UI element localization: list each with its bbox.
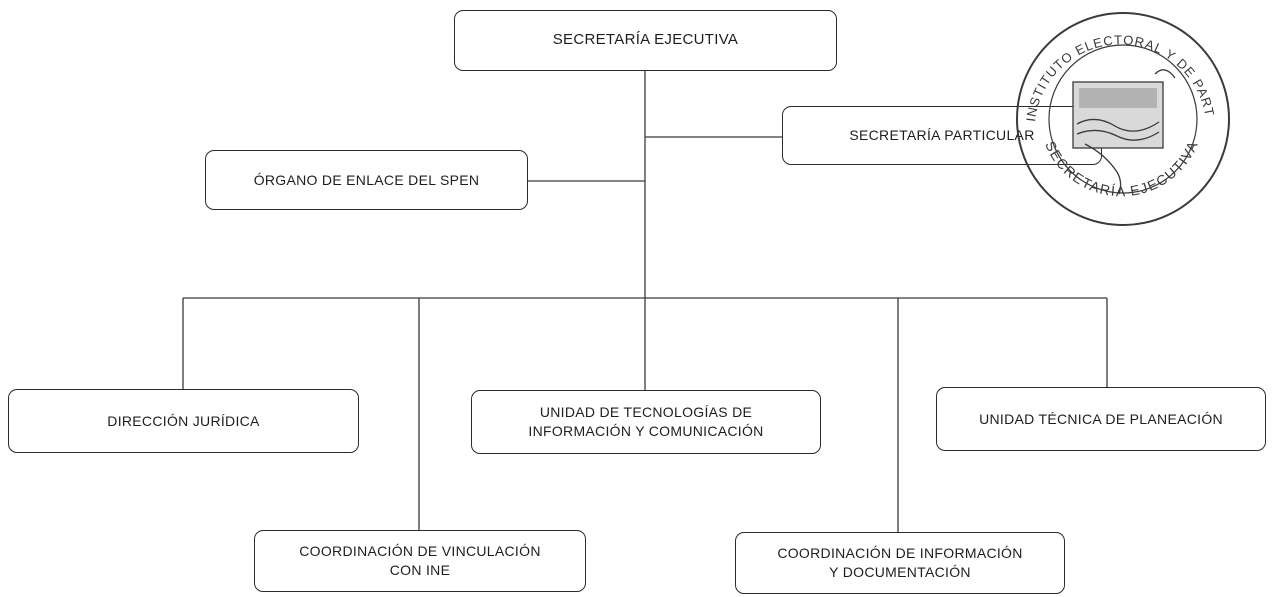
node-organo-enlace: ÓRGANO DE ENLACE DEL SPEN xyxy=(205,150,528,210)
node-unidad-tecnologias: UNIDAD DE TECNOLOGÍAS DE INFORMACIÓN Y CO… xyxy=(471,390,821,454)
node-unidad-planeacion: UNIDAD TÉCNICA DE PLANEACIÓN xyxy=(936,387,1266,451)
node-label-line: COORDINACIÓN DE VINCULACIÓN xyxy=(299,543,541,560)
node-label-line: INFORMACIÓN Y COMUNICACIÓN xyxy=(528,423,764,439)
node-label-line: SECRETARÍA EJECUTIVA xyxy=(552,31,739,49)
node-secretaria-ejecutiva: SECRETARÍA EJECUTIVA xyxy=(454,10,837,71)
connector-lines xyxy=(182,70,1108,532)
node-label-line: COORDINACIÓN DE INFORMACIÓN xyxy=(777,545,1023,562)
node-direccion-juridica: DIRECCIÓN JURÍDICA xyxy=(8,389,359,453)
node-coordinacion-informacion: COORDINACIÓN DE INFORMACIÓN Y DOCUMENTACI… xyxy=(735,532,1065,594)
node-label-line: Y DOCUMENTACIÓN xyxy=(829,564,971,580)
node-coordinacion-vinculacion: COORDINACIÓN DE VINCULACIÓN CON INE xyxy=(254,530,586,592)
node-label-line: DIRECCIÓN JURÍDICA xyxy=(107,412,260,429)
node-label-line: SECRETARÍA PARTICULAR xyxy=(849,127,1035,144)
node-secretaria-particular: SECRETARÍA PARTICULAR xyxy=(782,106,1102,165)
node-label-line: CON INE xyxy=(389,562,451,578)
node-label-line: UNIDAD DE TECNOLOGÍAS DE xyxy=(539,404,753,421)
node-label-line: ÓRGANO DE ENLACE DEL SPEN xyxy=(253,171,480,188)
node-label-line: UNIDAD TÉCNICA DE PLANEACIÓN xyxy=(979,410,1223,427)
